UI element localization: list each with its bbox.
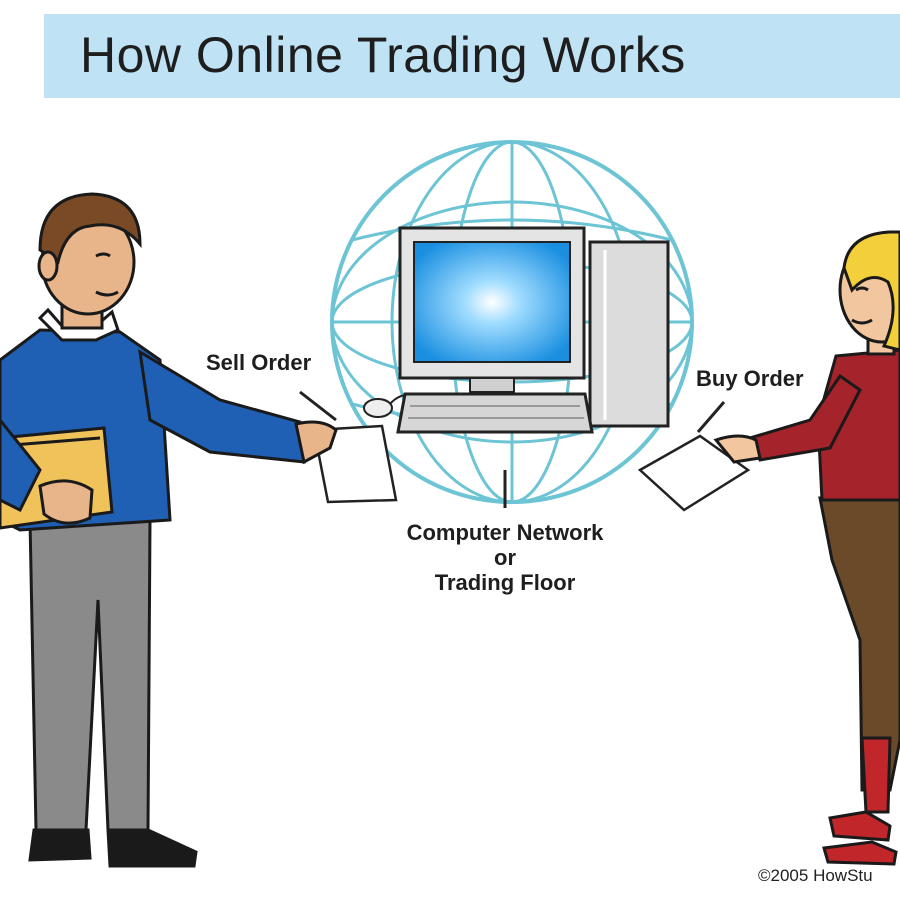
network-label-line3: Trading Floor xyxy=(434,570,576,595)
title-bar: How Online Trading Works xyxy=(44,14,900,98)
man-figure xyxy=(0,192,338,868)
buy-order-paper-icon xyxy=(637,434,751,512)
network-label: Computer Network or Trading Floor xyxy=(380,520,630,595)
buy-order-label: Buy Order xyxy=(696,366,804,391)
sell-order-paper-icon xyxy=(312,424,398,504)
network-label-line2: or xyxy=(494,545,516,570)
page-title: How Online Trading Works xyxy=(80,27,686,83)
computer-icon xyxy=(363,226,670,434)
network-label-line1: Computer Network xyxy=(406,520,604,545)
sell-order-label: Sell Order xyxy=(206,350,312,375)
copyright-notice: ©2005 HowStu xyxy=(758,866,873,885)
sell-pointer xyxy=(299,390,337,422)
woman-figure xyxy=(713,230,900,866)
buy-pointer xyxy=(696,401,726,433)
